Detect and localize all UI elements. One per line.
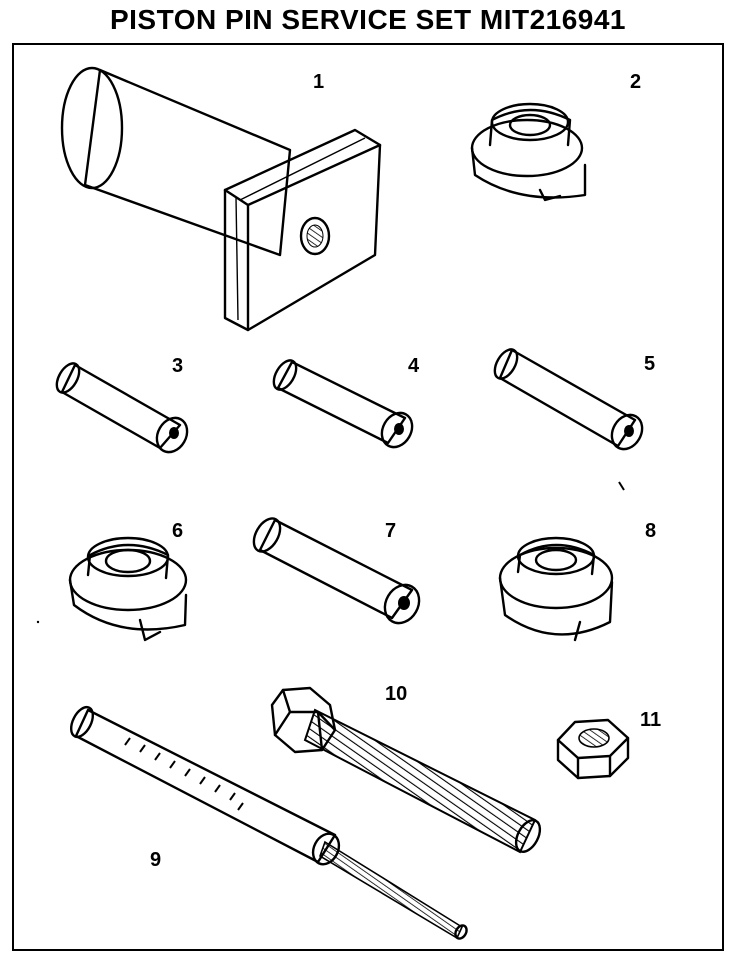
speck-mark xyxy=(618,481,625,491)
part-8-guide-cup xyxy=(498,536,614,642)
diagram-frame xyxy=(12,43,724,951)
callout-1: 1 xyxy=(313,71,324,93)
part-4-pin xyxy=(272,359,414,449)
part-7-pin xyxy=(252,517,421,625)
part-2-guide-cup xyxy=(470,102,587,202)
part-6-guide-cup xyxy=(68,536,188,642)
callout-9: 9 xyxy=(150,849,161,871)
callout-6: 6 xyxy=(172,520,183,542)
part-11-hex-nut xyxy=(556,718,630,780)
speck-dot xyxy=(36,620,40,624)
callout-11: 11 xyxy=(640,709,661,731)
callout-5: 5 xyxy=(644,353,655,375)
callout-7: 7 xyxy=(385,520,396,542)
callout-3: 3 xyxy=(172,355,183,377)
part-10-hex-bolt xyxy=(270,686,542,854)
part-5-pin xyxy=(493,348,644,451)
diagram-title: PISTON PIN SERVICE SET MIT216941 xyxy=(109,4,627,35)
callout-8: 8 xyxy=(645,520,656,542)
callout-4: 4 xyxy=(408,355,420,377)
part-9-push-rod xyxy=(69,705,468,940)
part-3-pin xyxy=(55,362,189,454)
part-1-installer-body xyxy=(60,66,382,332)
callout-2: 2 xyxy=(630,71,641,93)
callout-10: 10 xyxy=(385,683,407,705)
